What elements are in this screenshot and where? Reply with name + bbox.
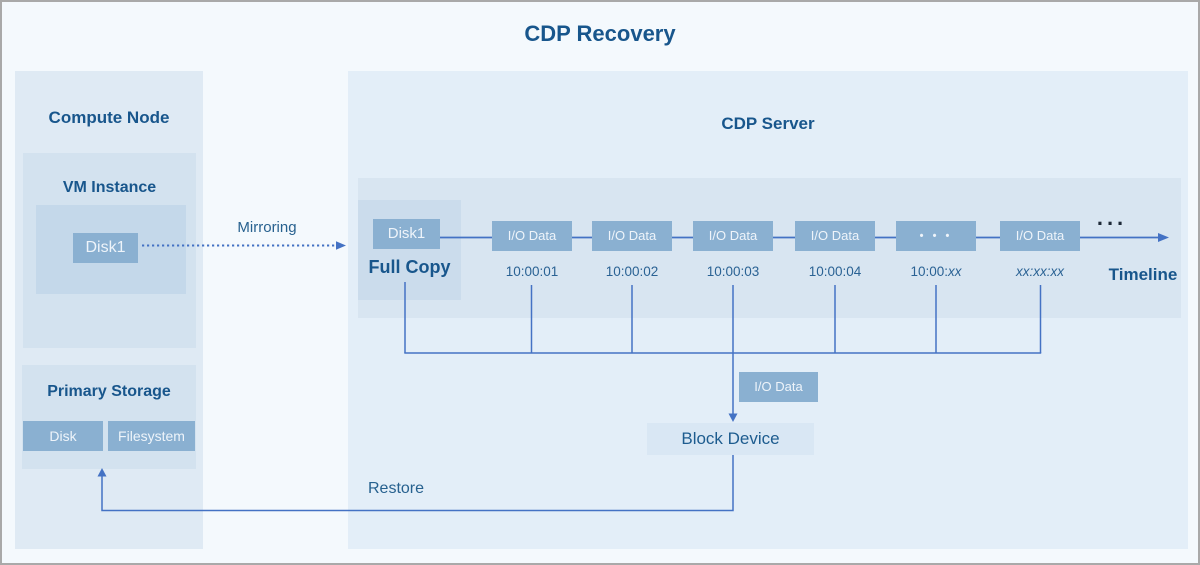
timeline-entry: I/O Data 10:00:04 xyxy=(785,221,885,281)
io-data-box: I/O Data xyxy=(693,221,773,251)
io-timestamp: 10:00:01 xyxy=(505,264,559,279)
full-copy-cell xyxy=(358,200,461,300)
timeline-overflow-ellipsis: ... xyxy=(1096,205,1128,230)
mirroring-label: Mirroring xyxy=(237,219,297,236)
io-timestamp: 10:00:xx xyxy=(910,264,962,279)
disk1-source-box: Disk1 xyxy=(73,233,138,263)
filesystem-box: Filesystem xyxy=(108,421,195,451)
primary-storage-title: Primary Storage xyxy=(47,383,171,400)
mirroring-arrowhead xyxy=(336,241,346,250)
timeline-entry: • • • 10:00:xx xyxy=(886,221,986,281)
io-timestamp: 10:00:04 xyxy=(808,264,862,279)
io-data-box: I/O Data xyxy=(592,221,672,251)
primary-storage-box xyxy=(22,365,196,469)
restored-io-data-box: I/O Data xyxy=(739,372,818,402)
restore-label: Restore xyxy=(368,480,425,497)
block-device-box: Block Device xyxy=(647,423,814,455)
io-data-ellipsis-box: • • • xyxy=(896,221,976,251)
timeline-entry: I/O Data 10:00:03 xyxy=(683,221,783,281)
cdp-server-title: CDP Server xyxy=(721,114,815,133)
page-title: CDP Recovery xyxy=(524,21,676,46)
timeline-entry: I/O Data 10:00:02 xyxy=(582,221,682,281)
compute-node-title: Compute Node xyxy=(48,108,170,127)
timeline-entry: I/O Data 10:00:01 xyxy=(482,221,582,281)
io-data-box: I/O Data xyxy=(492,221,572,251)
io-data-box: I/O Data xyxy=(795,221,875,251)
io-timestamp: 10:00:02 xyxy=(605,264,659,279)
disk-box: Disk xyxy=(23,421,103,451)
vm-instance-title: VM Instance xyxy=(62,179,157,196)
io-data-box: I/O Data xyxy=(1000,221,1080,251)
timeline-entry: I/O Data xx:xx:xx xyxy=(990,221,1090,281)
full-copy-label: Full Copy xyxy=(368,257,451,277)
timeline-label: Timeline xyxy=(1108,265,1178,284)
disk1-full-copy-box: Disk1 xyxy=(373,219,440,249)
io-timestamp: 10:00:03 xyxy=(706,264,760,279)
io-timestamp: xx:xx:xx xyxy=(1015,264,1064,279)
